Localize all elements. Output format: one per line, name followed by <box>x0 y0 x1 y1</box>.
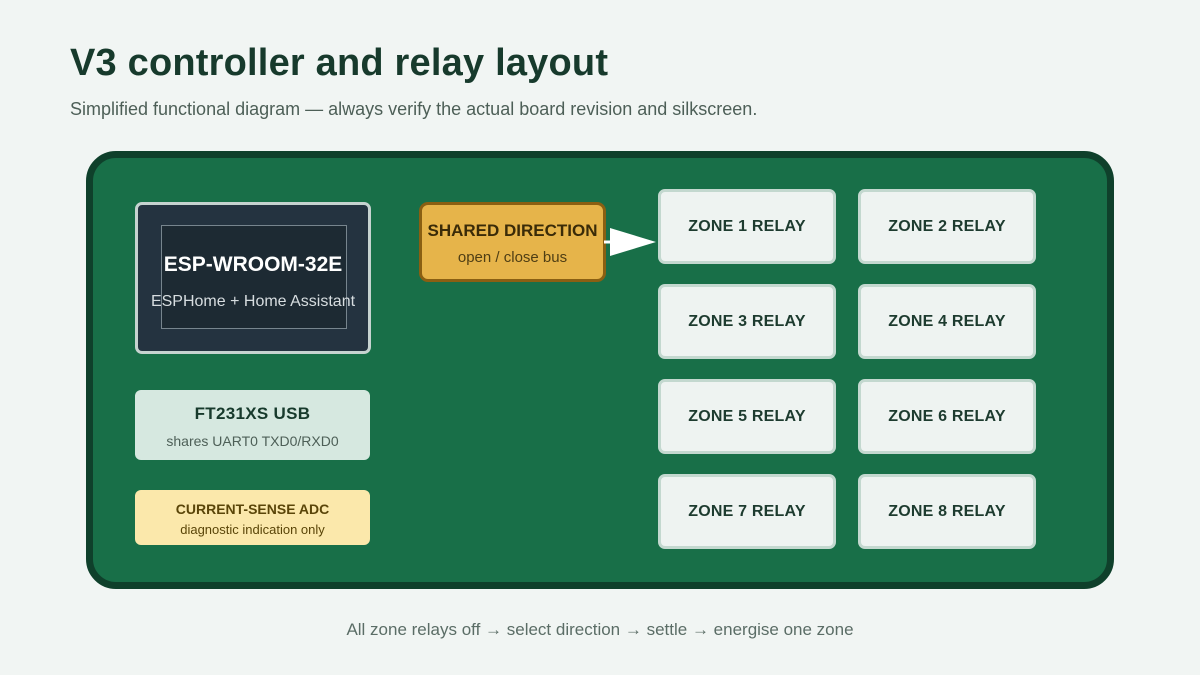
zone-7-relay: ZONE 7 RELAY <box>658 474 836 549</box>
zone-8-relay: ZONE 8 RELAY <box>858 474 1036 549</box>
shared-direction-subtitle: open / close bus <box>457 249 568 266</box>
sequence-note: All zone relays off → select direction →… <box>346 620 854 639</box>
zone-6-relay: ZONE 6 RELAY <box>858 379 1036 454</box>
zone-1-relay: ZONE 1 RELAY <box>658 189 836 264</box>
current-sense-subtitle: diagnostic indication only <box>180 522 325 537</box>
zone-2-relay: ZONE 2 RELAY <box>858 189 1036 264</box>
page-subtitle: Simplified functional diagram — always v… <box>70 99 758 119</box>
esp32-module-title: ESP-WROOM-32E <box>163 253 343 276</box>
page-title: V3 controller and relay layout <box>70 42 609 84</box>
esp32-shield-can <box>161 225 347 329</box>
direction-arrow-icon <box>604 228 656 256</box>
usb-bridge-title: FT231XS USB <box>194 404 311 423</box>
zone-3-relay: ZONE 3 RELAY <box>658 284 836 359</box>
usb-bridge-block: FT231XS USB shares UART0 TXD0/RXD0 <box>135 390 370 460</box>
zone-4-relay: ZONE 4 RELAY <box>858 284 1036 359</box>
zone-5-relay: ZONE 5 RELAY <box>658 379 836 454</box>
shared-direction-title: SHARED DIRECTION <box>427 221 598 240</box>
current-sense-title: CURRENT-SENSE ADC <box>175 501 330 517</box>
esp32-module-subtitle: ESPHome + Home Assistant <box>150 293 356 310</box>
esp32-module: ESP-WROOM-32E ESPHome + Home Assistant <box>135 202 371 354</box>
usb-bridge-subtitle: shares UART0 TXD0/RXD0 <box>166 433 339 449</box>
current-sense-block: CURRENT-SENSE ADC diagnostic indication … <box>135 490 370 545</box>
shared-direction-block: SHARED DIRECTION open / close bus <box>419 202 606 282</box>
